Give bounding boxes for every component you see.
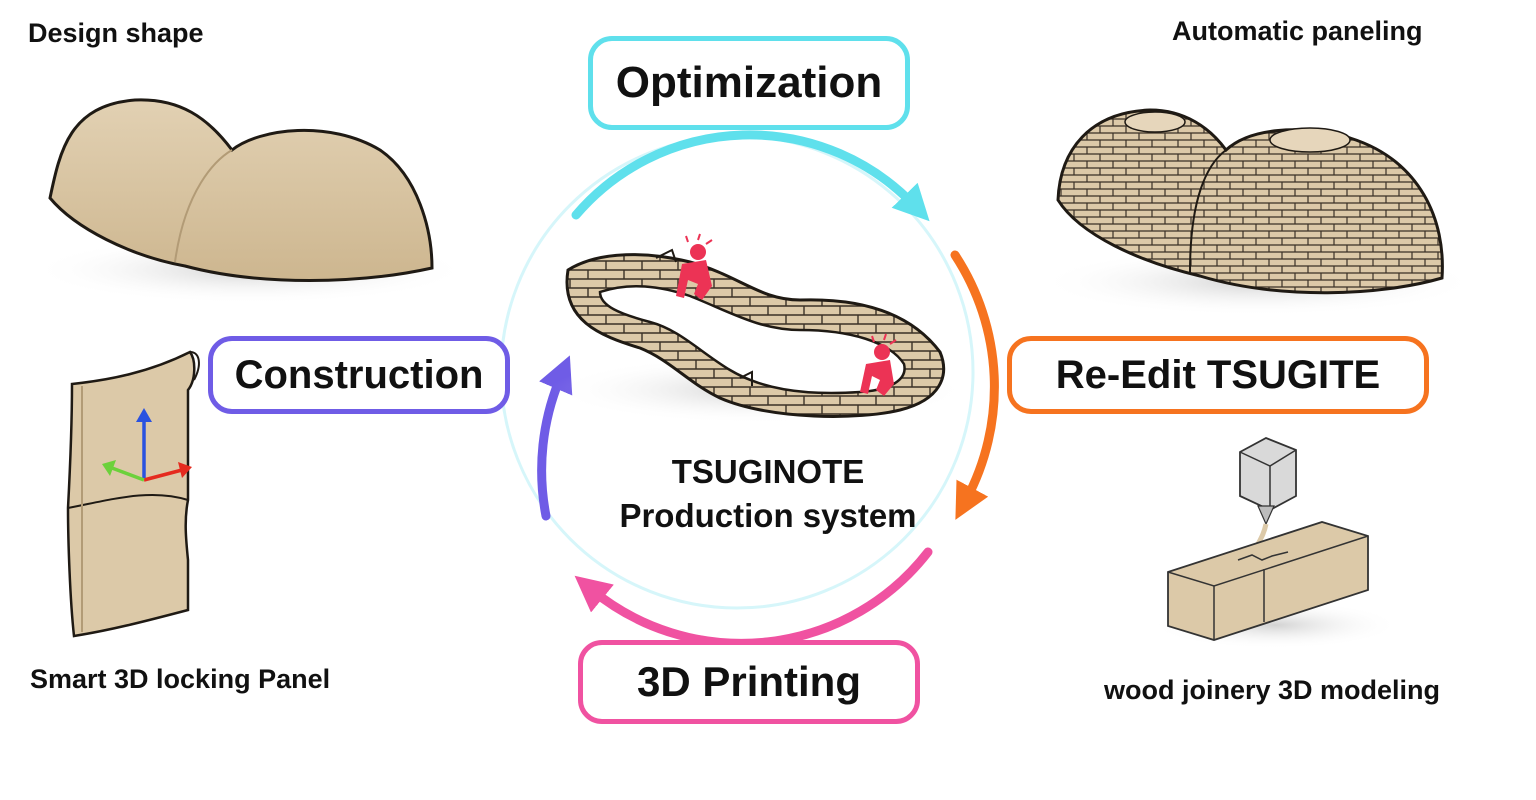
wood-joinery-label: wood joinery 3D modeling [1104, 675, 1441, 705]
re-edit-arrow [950, 250, 999, 520]
construction-worker-icon [860, 333, 897, 396]
axis-x-icon [143, 468, 183, 482]
twin-dome-shape-icon [30, 98, 470, 304]
center-title-line2: Production system [619, 497, 917, 534]
paneled-wall-loop-icon [550, 248, 970, 424]
locking-panel-icon [66, 350, 200, 638]
smart-panel-label: Smart 3D locking Panel [30, 664, 331, 694]
re-edit-stage: Re-Edit TSUGITE [1007, 336, 1429, 414]
paneled-dome-icon [1038, 108, 1478, 316]
optimization-label: Optimization [615, 58, 883, 107]
construction-label: Construction [234, 352, 484, 397]
automatic-paneling-label: Automatic paneling [1172, 16, 1423, 46]
re-edit-label: Re-Edit TSUGITE [1055, 352, 1381, 397]
optimization-stage: Optimization [588, 36, 910, 130]
center-title: TSUGINOTE Production system [578, 450, 958, 538]
optimization-arrow [571, 130, 930, 222]
axis-y-icon [111, 466, 145, 482]
printing-arrow [574, 547, 933, 648]
construction-stage: Construction [208, 336, 510, 414]
design-shape-label: Design shape [28, 18, 204, 48]
construction-worker-icon [676, 233, 713, 300]
3d-printer-joint-icon [1150, 437, 1400, 649]
printing-label: 3D Printing [636, 658, 861, 705]
center-title-line1: TSUGINOTE [671, 453, 865, 490]
printing-stage: 3D Printing [578, 640, 920, 724]
